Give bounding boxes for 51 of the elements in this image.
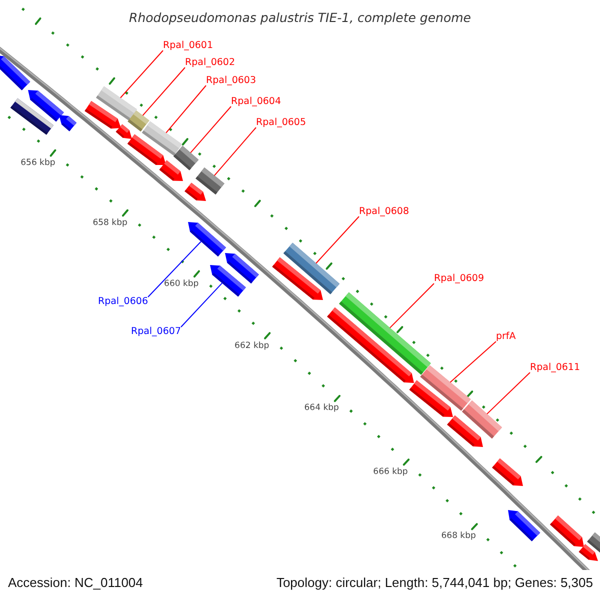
leader-line	[389, 283, 434, 328]
gene-block	[550, 516, 584, 547]
leader-line	[180, 282, 223, 328]
leader-line	[148, 241, 202, 298]
gene-block	[0, 55, 30, 90]
tick-label: 668 kbp	[441, 532, 476, 541]
gene-label: Rpal_0605	[256, 118, 306, 128]
gene-block	[447, 415, 483, 447]
gene-label: Rpal_0607	[130, 327, 181, 336]
tick-label: 666 kbp	[373, 468, 408, 476]
tick-label: 664 kbp	[304, 404, 339, 413]
gene-label: Rpal_0611	[530, 363, 580, 372]
gene-block	[59, 115, 77, 132]
gene-block	[272, 257, 323, 300]
gene-block	[225, 253, 259, 284]
gene-label: Rpal_0601	[163, 41, 214, 50]
gene-block	[492, 458, 523, 486]
leader-line	[142, 67, 186, 116]
tick-label: 658 kbp	[92, 219, 128, 228]
gene-block	[508, 510, 540, 542]
leader-line	[214, 127, 256, 176]
gene-label: Rpal_0608	[359, 207, 410, 216]
gene-block	[409, 380, 453, 417]
leader-line	[450, 341, 496, 383]
gene-label: Rpal_0603	[206, 76, 256, 86]
gene-block	[84, 101, 121, 129]
gene-block	[184, 182, 206, 201]
gene-label: Rpal_0602	[185, 58, 236, 68]
leader-line	[190, 106, 232, 154]
gene-block	[127, 134, 166, 165]
leader-line	[166, 85, 206, 134]
gene-label: prfA	[496, 332, 516, 342]
leader-line	[120, 50, 164, 98]
tick-label: 656 kbp	[20, 159, 56, 168]
leader-line	[486, 372, 530, 414]
gene-label: Rpal_0606	[98, 297, 148, 306]
gene-label: Rpal_0604	[231, 97, 282, 106]
map-title: Rhodopseudomonas palustris TIE-1, complete genome	[128, 12, 472, 24]
gene-bar	[10, 98, 54, 135]
gene-block	[188, 222, 226, 256]
gene-bar	[587, 532, 600, 553]
leader-line	[316, 216, 360, 264]
gene-block	[327, 307, 414, 383]
gene-label: Rpal_0609	[434, 274, 484, 284]
accession-text: Accession: NC_011004	[8, 576, 143, 589]
gene-bar	[173, 146, 199, 170]
tick-label: 662 kbp	[234, 342, 270, 350]
tick-label: 660 kbp	[164, 280, 199, 288]
gene-block	[116, 124, 132, 139]
gene-block	[159, 160, 183, 181]
genome-summary-text: Topology: circular; Length: 5,744,041 bp; Genes: 5,305	[276, 576, 593, 589]
